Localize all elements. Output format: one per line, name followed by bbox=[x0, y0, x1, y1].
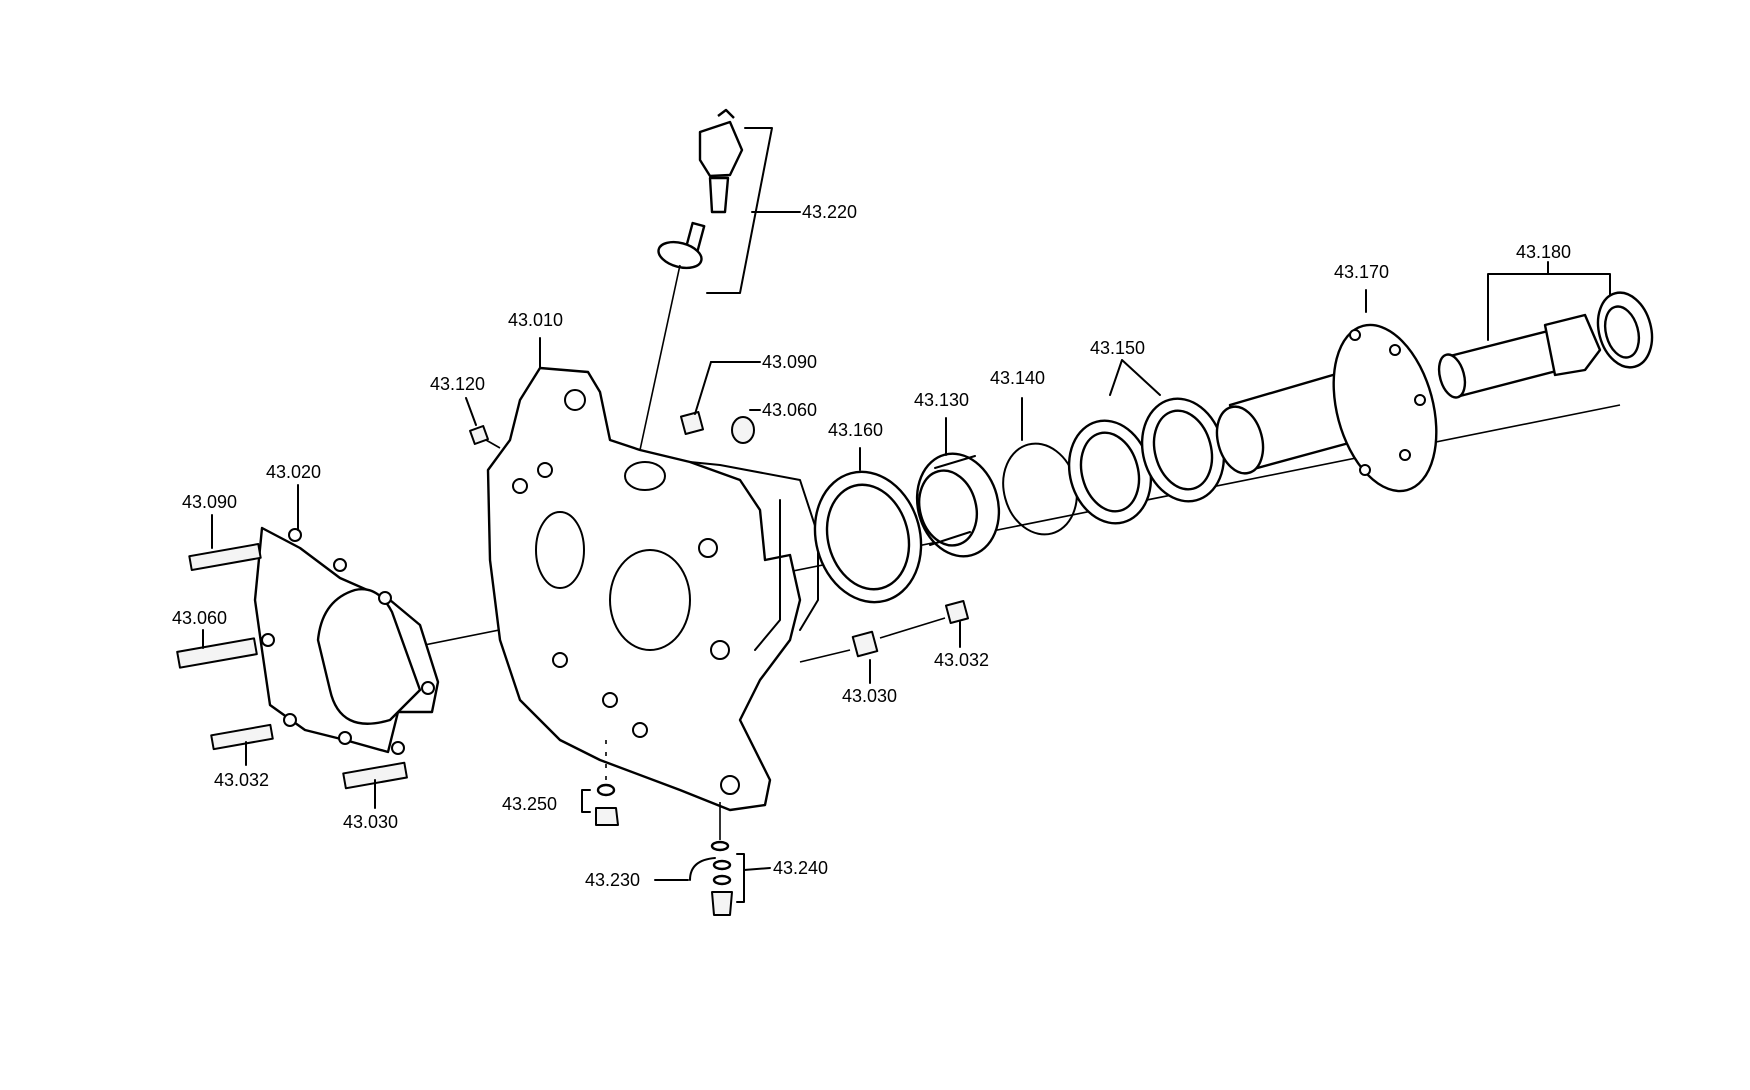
shim-43150-a[interactable] bbox=[1058, 411, 1162, 532]
label-43010: 43.010 bbox=[508, 310, 563, 330]
nut-43180[interactable] bbox=[1590, 287, 1660, 374]
nut-43030-right[interactable] bbox=[851, 630, 879, 658]
leader bbox=[694, 361, 712, 415]
seal-43160[interactable] bbox=[801, 460, 936, 614]
nut-43032-right[interactable] bbox=[944, 599, 970, 625]
bearing-43130[interactable] bbox=[906, 444, 1010, 565]
label-43030-left: 43.030 bbox=[343, 812, 398, 832]
bracket-43150 bbox=[1109, 359, 1161, 396]
label-43030-right: 43.030 bbox=[842, 686, 897, 706]
label-43250: 43.250 bbox=[502, 794, 557, 814]
stud-43060-left[interactable] bbox=[176, 637, 258, 669]
leader bbox=[485, 439, 501, 449]
stud-43090-left[interactable] bbox=[188, 543, 262, 571]
label-43240: 43.240 bbox=[773, 858, 828, 878]
plug-43250[interactable] bbox=[595, 783, 619, 826]
leader bbox=[879, 617, 946, 639]
label-43230: 43.230 bbox=[585, 870, 640, 890]
label-43170: 43.170 bbox=[1334, 262, 1389, 282]
bracket-43220 bbox=[706, 127, 773, 294]
label-43220: 43.220 bbox=[802, 202, 857, 222]
label-43090-left: 43.090 bbox=[182, 492, 237, 512]
bracket-43240 bbox=[736, 853, 745, 903]
label-43150: 43.150 bbox=[1090, 338, 1145, 358]
bolt-43180[interactable] bbox=[1435, 313, 1602, 400]
housing-part[interactable] bbox=[486, 366, 819, 812]
leader bbox=[799, 649, 851, 663]
nut-43090-top[interactable] bbox=[679, 410, 705, 436]
label-43160: 43.160 bbox=[828, 420, 883, 440]
nut-43060-top[interactable] bbox=[731, 416, 755, 444]
stud-43030-left[interactable] bbox=[342, 761, 408, 790]
breather-43240[interactable] bbox=[710, 840, 733, 916]
shim-43150-b[interactable] bbox=[1131, 389, 1235, 510]
stud-43032-left[interactable] bbox=[210, 723, 274, 751]
sender-43220[interactable] bbox=[656, 108, 744, 272]
elbow-43230[interactable] bbox=[689, 857, 716, 881]
label-43060-top: 43.060 bbox=[762, 400, 817, 420]
label-43140: 43.140 bbox=[990, 368, 1045, 388]
label-43032-right: 43.032 bbox=[934, 650, 989, 670]
label-43090-top: 43.090 bbox=[762, 352, 817, 372]
gasket-part[interactable] bbox=[253, 526, 440, 755]
leader bbox=[743, 867, 771, 871]
flange-43170[interactable] bbox=[1210, 313, 1453, 502]
label-43120: 43.120 bbox=[430, 374, 485, 394]
label-43020: 43.020 bbox=[266, 462, 321, 482]
label-43032-left: 43.032 bbox=[214, 770, 269, 790]
bracket-43250 bbox=[581, 789, 591, 813]
label-43060-left: 43.060 bbox=[172, 608, 227, 628]
leader bbox=[639, 264, 681, 451]
leader bbox=[465, 397, 477, 426]
label-43180: 43.180 bbox=[1516, 242, 1571, 262]
label-43130: 43.130 bbox=[914, 390, 969, 410]
pin-43120[interactable] bbox=[469, 425, 489, 445]
